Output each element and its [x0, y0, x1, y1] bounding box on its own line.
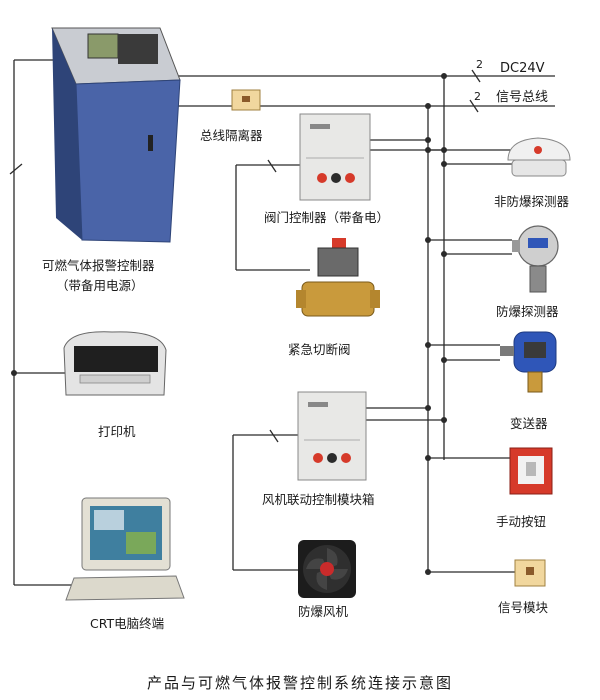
fan-link-tick — [269, 429, 279, 443]
manual-call-button — [509, 447, 553, 495]
junction-dot — [425, 103, 431, 109]
fan-module-indicator — [341, 453, 351, 463]
ex-detector-stem — [529, 265, 547, 293]
isolator-label: 总线隔离器 — [200, 128, 263, 143]
controller-side — [52, 28, 82, 240]
signal-module-led — [526, 567, 534, 575]
junction-dot — [441, 357, 447, 363]
dc24v-count-label: 2 — [476, 58, 483, 71]
non-explosion-detector-label: 非防爆探测器 — [494, 194, 570, 209]
ex-detector-gland — [512, 240, 520, 252]
signal-bus-count-label: 2 — [474, 90, 481, 103]
transmitter-label: 变送器 — [510, 416, 548, 431]
non-explosion-proof-detector — [507, 137, 571, 177]
fan-module-label: 风机联动控制模块箱 — [262, 492, 375, 507]
printer-label: 打印机 — [98, 424, 136, 439]
valve-cap — [332, 238, 346, 248]
signal-module-label: 信号模块 — [498, 600, 549, 615]
ex-detector-window — [528, 238, 548, 248]
junction-dot — [441, 161, 447, 167]
fan-module-badge — [308, 402, 328, 407]
junction-dot — [441, 251, 447, 257]
emergency-shutoff-valve — [296, 238, 380, 317]
junction-dot — [441, 147, 447, 153]
gas-alarm-controller — [51, 27, 181, 243]
left-trunk-tick — [9, 163, 23, 175]
fan-label: 防爆风机 — [298, 604, 349, 619]
signal-module — [514, 559, 546, 587]
dc24v-bus-tick — [471, 69, 481, 83]
junction-dot — [425, 237, 431, 243]
fan-blades — [306, 548, 348, 590]
bus-isolator — [231, 89, 261, 111]
manual-button-label: 手动按钮 — [496, 514, 546, 529]
junction-dot — [425, 342, 431, 348]
valve-controller-badge — [310, 124, 330, 129]
transmitter-gland — [500, 346, 514, 356]
controller-door-handle — [148, 135, 153, 151]
junction-dot — [425, 405, 431, 411]
junction-dot — [425, 455, 431, 461]
detector-led — [534, 146, 542, 154]
printer-slot — [74, 346, 158, 372]
crt-terminal — [65, 497, 185, 601]
manual-button-core — [526, 462, 536, 476]
transmitter-stem — [527, 371, 543, 393]
controller-label: 可燃气体报警控制器 — [42, 258, 155, 273]
junction-dot — [441, 417, 447, 423]
junction-dot — [425, 147, 431, 153]
valve-body — [301, 281, 375, 317]
printer-tray — [79, 374, 151, 384]
shutoff-valve-label: 紧急切断阀 — [288, 342, 351, 357]
diagram-caption: 产品与可燃气体报警控制系统连接示意图 — [147, 674, 453, 692]
valve-controller — [299, 113, 371, 201]
explosion-detector-label: 防爆探测器 — [496, 304, 559, 319]
dc24v-label: DC24V — [500, 61, 545, 76]
fan-module-indicator — [327, 453, 337, 463]
controller-lcd — [87, 33, 119, 59]
controller-keypad — [118, 34, 158, 64]
crt-label: CRT电脑终端 — [90, 616, 164, 631]
fan-linkage-module-box — [297, 391, 367, 481]
crt-keyboard — [65, 575, 185, 601]
valve-controller-indicator — [345, 173, 355, 183]
junction-dot — [425, 137, 431, 143]
valve-port-right — [370, 290, 380, 308]
controller-sublabel: （带备用电源） — [56, 278, 144, 293]
printer — [63, 331, 167, 396]
explosion-proof-fan — [298, 540, 356, 598]
valve-controller-indicator — [317, 173, 327, 183]
valve-controller-indicator — [331, 173, 341, 183]
crt-screen-panel — [126, 532, 156, 554]
junction-dot — [11, 370, 17, 376]
controller-body — [75, 79, 181, 243]
valve-actuator — [317, 247, 359, 277]
valve-port-left — [296, 290, 306, 308]
junction-dots — [11, 73, 447, 575]
detector-base — [511, 159, 567, 177]
isolator-led — [242, 96, 250, 102]
explosion-proof-detector — [512, 225, 559, 293]
transmitter — [500, 331, 557, 393]
valve-link-tick — [267, 159, 277, 173]
junction-dot — [425, 569, 431, 575]
crt-screen-window — [94, 510, 124, 530]
signal-bus-label: 信号总线 — [496, 90, 548, 105]
transmitter-display — [524, 342, 546, 358]
valve-controller-label: 阀门控制器（带备电） — [264, 210, 389, 225]
wiring — [9, 59, 555, 586]
junction-dot — [441, 73, 447, 79]
fan-module-indicator — [313, 453, 323, 463]
signal-bus-tick — [469, 99, 479, 113]
fan-hub — [320, 562, 334, 576]
